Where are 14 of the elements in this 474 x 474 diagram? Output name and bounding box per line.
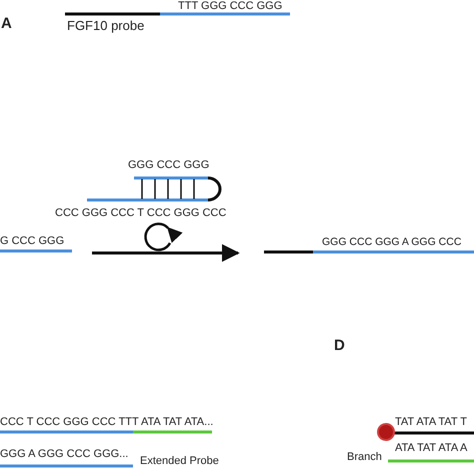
- sequence-text: GGG A GGG CCC GGG...: [0, 449, 128, 460]
- sequence-text: TAT ATA TAT T: [395, 417, 467, 428]
- strand-label: Branch: [347, 452, 382, 463]
- strand-label: Extended Probe: [140, 456, 219, 467]
- sequence-text: CCC T CCC GGG CCC TTT ATA TAT ATA...: [0, 417, 214, 428]
- sequence-text: TTT GGG CCC GGG: [178, 1, 282, 12]
- sequence-text: CCC GGG CCC T CCC GGG CCC: [55, 208, 226, 219]
- sequence-text: GGG CCC GGG: [128, 160, 210, 171]
- panel-letter: A: [1, 16, 12, 31]
- sequence-text: G CCC GGG: [0, 236, 64, 247]
- strand-label: FGF10 probe: [67, 19, 144, 32]
- sequence-text: GGG CCC GGG A GGG CCC: [322, 237, 462, 248]
- panel-letter: D: [334, 338, 345, 353]
- sequence-text: ATA TAT ATA A: [395, 443, 468, 454]
